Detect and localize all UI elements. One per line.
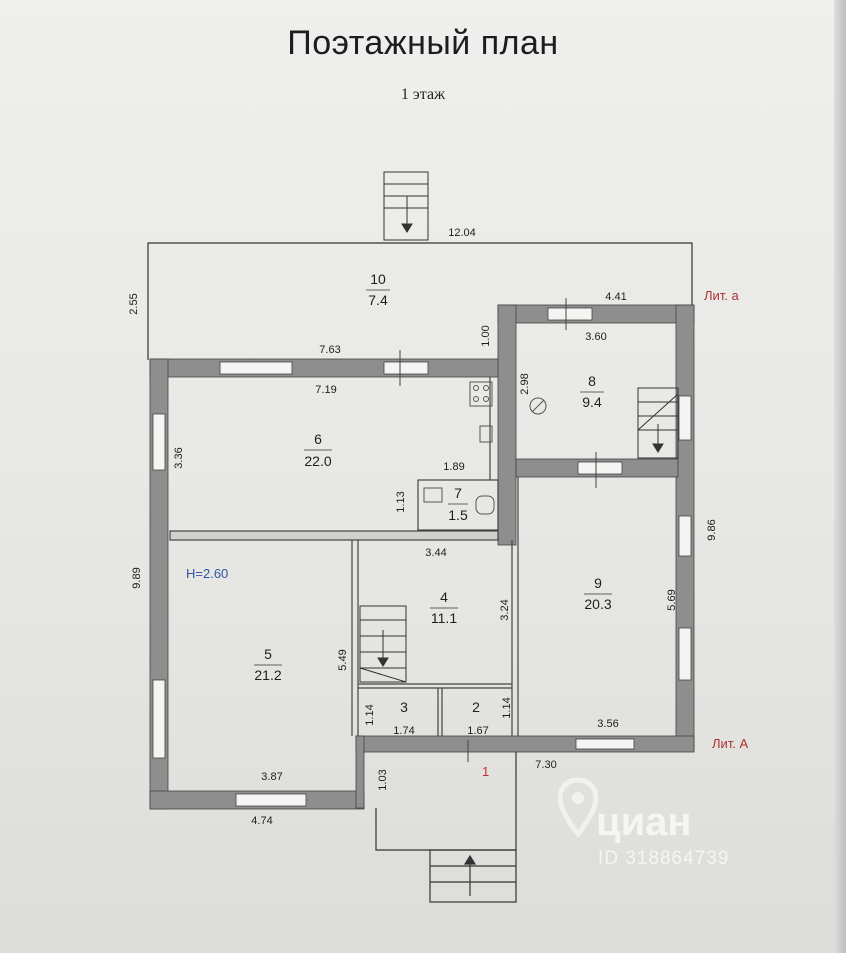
walls — [149, 304, 695, 810]
svg-text:1.13: 1.13 — [395, 491, 407, 512]
boiler-icon — [529, 397, 547, 415]
svg-text:10: 10 — [370, 271, 386, 287]
toilet-icon — [475, 495, 495, 515]
lit-a-big-label: Лит. А — [712, 736, 749, 751]
paper-edge-shadow — [834, 0, 846, 953]
stove-icon — [469, 381, 493, 407]
svg-text:9.4: 9.4 — [582, 394, 602, 410]
room-7: 7 1.5 — [448, 485, 468, 523]
svg-text:4: 4 — [440, 589, 448, 605]
svg-text:22.0: 22.0 — [304, 453, 331, 469]
washbasin-icon — [423, 487, 443, 503]
svg-text:20.3: 20.3 — [584, 596, 611, 612]
svg-text:1.5: 1.5 — [448, 507, 468, 523]
watermark-listing-id: ID 318864739 — [598, 848, 730, 869]
top-stairs — [383, 171, 429, 241]
lit-a-small-label: Лит. а — [704, 288, 740, 303]
svg-text:6: 6 — [314, 431, 322, 447]
svg-text:3.44: 3.44 — [425, 547, 446, 559]
svg-text:3.24: 3.24 — [499, 599, 511, 620]
room-6: 6 22.0 — [304, 431, 332, 469]
svg-text:12.04: 12.04 — [448, 227, 476, 239]
svg-text:2.55: 2.55 — [128, 293, 140, 314]
svg-text:1.67: 1.67 — [467, 725, 488, 737]
svg-text:5.49: 5.49 — [337, 649, 349, 670]
partitions — [169, 298, 597, 762]
svg-text:3.60: 3.60 — [585, 331, 606, 343]
floor-label: 1 этаж — [400, 86, 446, 103]
svg-text:7: 7 — [454, 485, 462, 501]
svg-text:1.00: 1.00 — [480, 325, 492, 346]
svg-text:7.63: 7.63 — [319, 344, 340, 356]
svg-text:7.4: 7.4 — [368, 292, 388, 308]
stairs-room-8 — [637, 387, 679, 459]
plan-title: Поэтажный план — [287, 24, 559, 62]
windows — [152, 307, 692, 807]
veranda-outline — [147, 242, 693, 360]
entrance-porch — [375, 752, 517, 903]
room-4: 4 11.1 — [430, 589, 458, 626]
svg-text:1.03: 1.03 — [377, 769, 389, 790]
room-2: 2 — [472, 699, 480, 715]
room-labels: 10 7.4 8 9.4 6 22.0 7 1.5 4 11.1 9 20.3 — [254, 271, 612, 715]
ceiling-height-label: H=2.60 — [186, 566, 228, 581]
svg-text:1.14: 1.14 — [364, 704, 376, 725]
svg-text:9: 9 — [594, 575, 602, 591]
svg-text:9.89: 9.89 — [131, 567, 143, 588]
svg-text:5: 5 — [264, 646, 272, 662]
svg-text:1.89: 1.89 — [443, 461, 464, 473]
svg-text:21.2: 21.2 — [254, 667, 281, 683]
svg-text:4.74: 4.74 — [251, 815, 272, 827]
location-pin-icon — [558, 778, 598, 838]
svg-text:11.1: 11.1 — [431, 610, 457, 626]
svg-text:5.69: 5.69 — [666, 589, 678, 610]
dimension-labels: 12.04 2.55 4.41 1.00 3.60 7.63 2.98 7.19… — [128, 227, 718, 827]
room-9: 9 20.3 — [584, 575, 612, 612]
svg-text:7.30: 7.30 — [535, 759, 556, 771]
svg-text:8: 8 — [588, 373, 596, 389]
svg-text:1.14: 1.14 — [501, 697, 513, 718]
svg-text:2.98: 2.98 — [519, 373, 531, 394]
watermark-brand: циан — [596, 800, 692, 844]
sink-icon — [479, 425, 493, 443]
room-5: 5 21.2 — [254, 646, 282, 683]
svg-text:3.87: 3.87 — [261, 771, 282, 783]
room-10: 10 7.4 — [366, 271, 390, 308]
room-3: 3 — [400, 699, 408, 715]
entrance-number-label: 1 — [482, 764, 489, 779]
room-8: 8 9.4 — [580, 373, 604, 410]
svg-text:1.74: 1.74 — [393, 725, 414, 737]
svg-text:3.56: 3.56 — [597, 718, 618, 730]
svg-text:4.41: 4.41 — [605, 291, 626, 303]
svg-text:3.36: 3.36 — [173, 447, 185, 468]
fixtures — [423, 381, 547, 515]
svg-text:7.19: 7.19 — [315, 384, 336, 396]
stairs-room-4 — [359, 605, 407, 683]
svg-text:9.86: 9.86 — [706, 519, 718, 540]
